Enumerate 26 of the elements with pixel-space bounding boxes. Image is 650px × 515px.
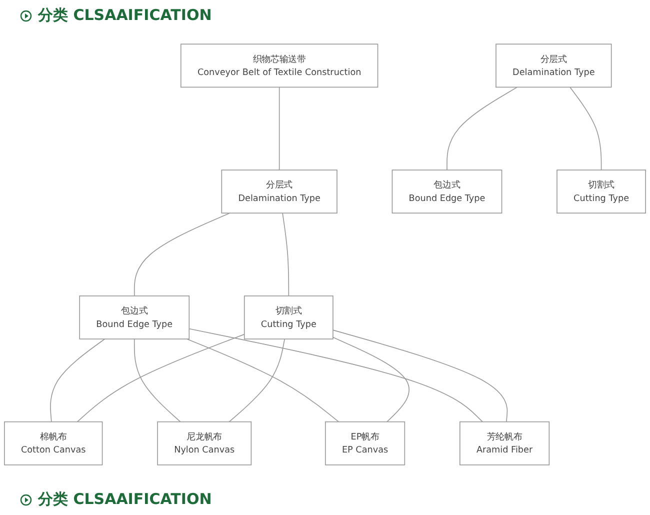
section-heading: 分类 CLSAAIFICATION	[38, 490, 212, 509]
node-box: 切割式 Cutting Type	[556, 170, 646, 214]
node-box: EP帆布 EP Canvas	[324, 421, 406, 466]
node-box: 分层式 Delamination Type	[496, 44, 612, 88]
node-box: 芳纶帆布 Aramid Fiber	[459, 421, 550, 466]
connector	[278, 86, 280, 170]
connector	[228, 338, 286, 422]
node-box: 尼龙帆布 Nylon Canvas	[157, 421, 252, 466]
connector	[186, 338, 340, 422]
connector	[570, 86, 602, 170]
connector	[332, 336, 410, 422]
connector	[446, 86, 518, 170]
section-heading: 分类 CLSAAIFICATION	[38, 6, 212, 25]
connector	[332, 330, 508, 422]
node-box: 包边式 Bound Edge Type	[79, 296, 190, 340]
connector	[76, 334, 245, 422]
node-box: 棉帆布 Cotton Canvas	[4, 421, 103, 466]
node-box: 包边式 Bound Edge Type	[392, 170, 502, 214]
connector	[282, 212, 290, 296]
node-box: 织物芯输送带 Conveyor Belt of Textile Construction	[180, 44, 378, 88]
node-box: 分层式 Delamination Type	[221, 170, 338, 214]
connector	[134, 212, 230, 296]
connector	[50, 338, 106, 422]
node-box: 切割式 Cutting Type	[244, 296, 334, 340]
connector	[134, 338, 181, 422]
connector	[188, 328, 483, 422]
